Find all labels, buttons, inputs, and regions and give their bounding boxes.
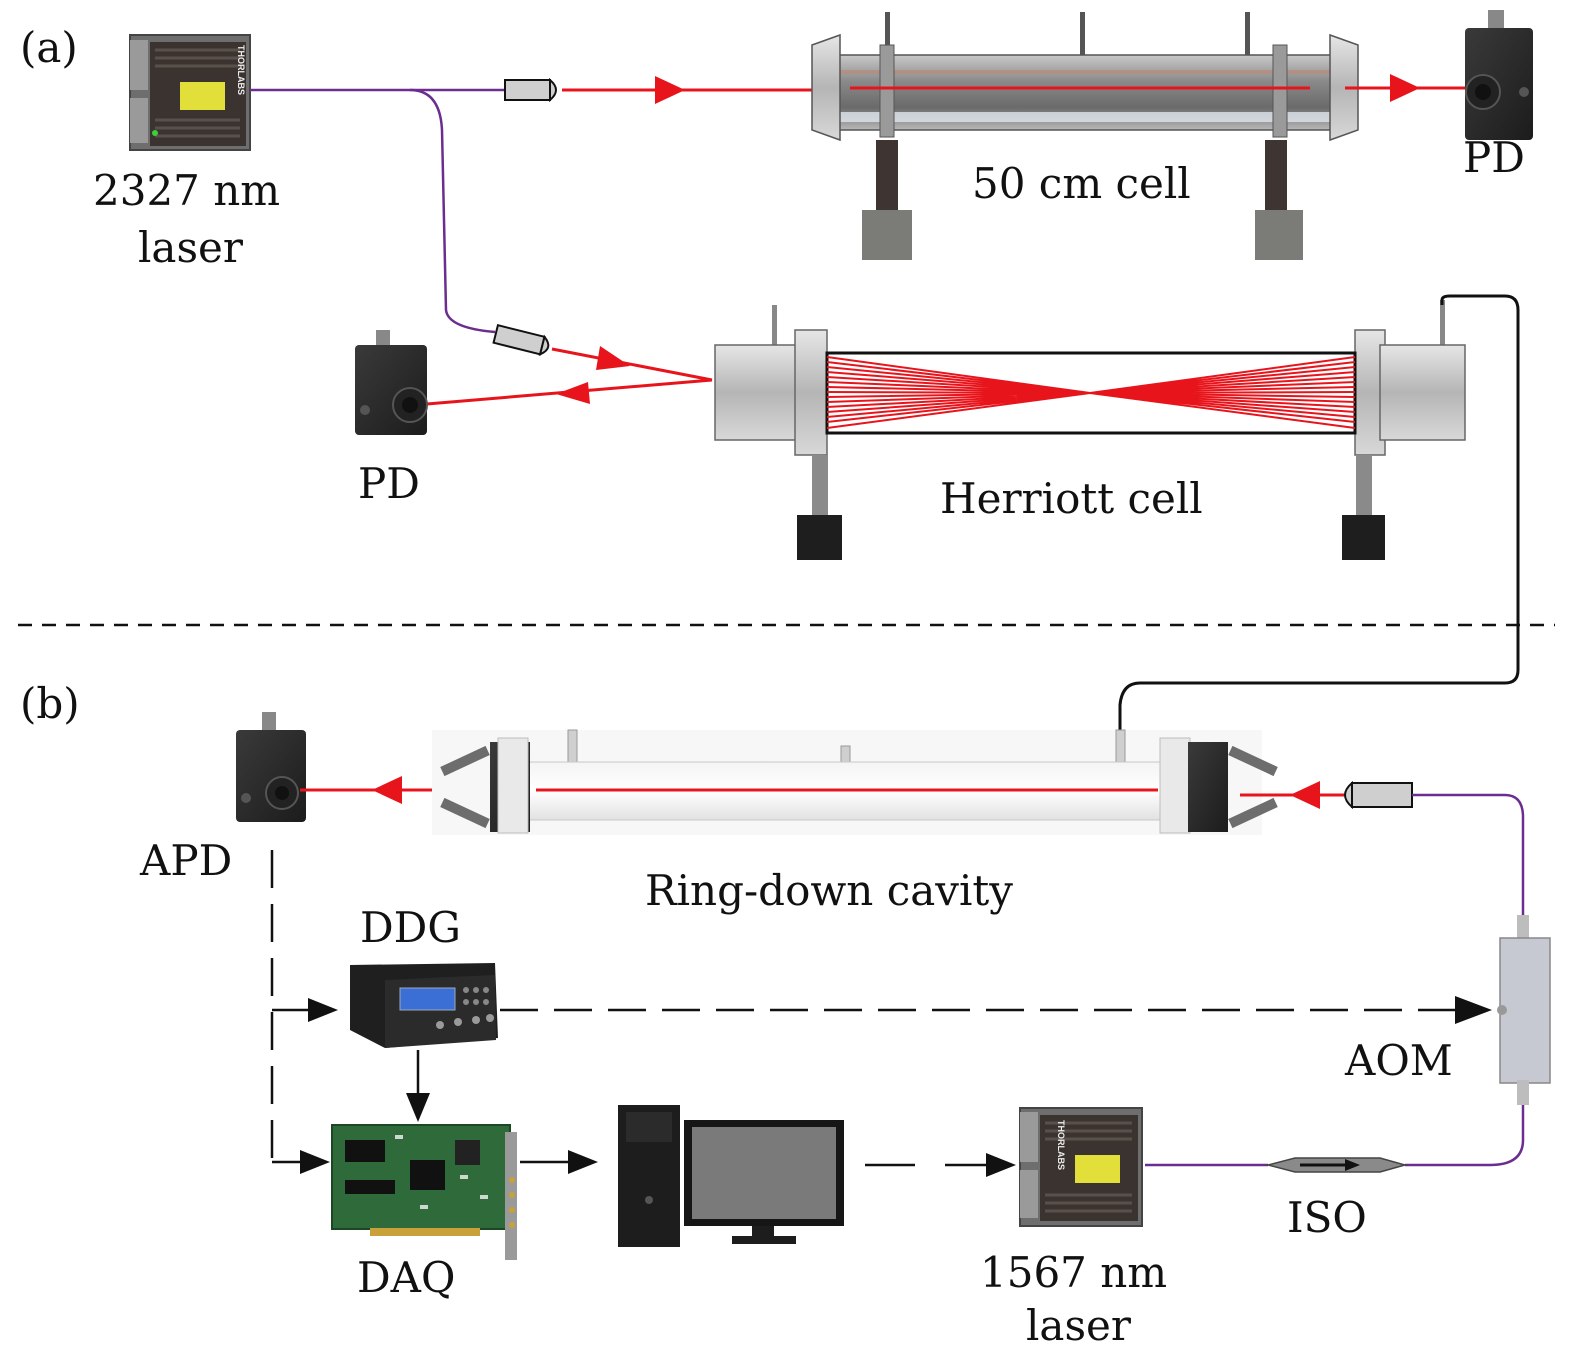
panel-a-label: (a) (20, 23, 78, 72)
sample-line (1118, 294, 1520, 735)
monitor-icon (684, 1120, 844, 1244)
beam-into-herriott (551, 347, 713, 382)
fiber-to-herriott (250, 88, 496, 334)
collimator-cavity-icon (1344, 780, 1413, 810)
iso-label: ISO (1287, 1193, 1367, 1242)
daq-to-pc-arrow (568, 1150, 598, 1174)
herriott-cell-label: Herriott cell (940, 474, 1203, 523)
laser-1567-mount: THORLABS (1019, 1107, 1143, 1227)
apd-label: APD (139, 836, 232, 885)
laser-2327-label: laser (138, 223, 244, 272)
daq-label: DAQ (357, 1253, 455, 1302)
laser-chip-icon (180, 82, 225, 110)
ring-down-cavity-label: Ring-down cavity (645, 866, 1013, 915)
fifty-cm-cell (811, 12, 1359, 260)
aom-label: AOM (1344, 1036, 1453, 1085)
herriott-cell (714, 300, 1466, 560)
beam-arrow-6 (1290, 781, 1320, 809)
pd-left-label: PD (358, 459, 420, 508)
beam-arrow-5 (372, 776, 402, 804)
pd-left-icon (355, 330, 428, 435)
pd-top-icon (1465, 10, 1533, 140)
fifty-cm-cell-label: 50 cm cell (972, 159, 1191, 208)
ddg-icon (350, 963, 498, 1048)
beam-arrow-3 (596, 346, 630, 370)
herriott-multipass-beams (826, 356, 1356, 429)
beam-arrow-1 (655, 76, 685, 104)
beam-arrow-2 (1390, 74, 1420, 102)
laser-1567-label: laser (1026, 1301, 1132, 1350)
computer-tower-icon (618, 1105, 680, 1247)
apd-to-ddg-arrow (308, 998, 338, 1022)
laser-1567-wavelength-label: 1567 nm (980, 1248, 1167, 1297)
isolator-icon (1265, 1157, 1408, 1173)
pc-to-laser-arrow (986, 1153, 1016, 1177)
laser-2327-mount: THORLABS (129, 34, 251, 151)
collimator-top-icon (504, 77, 557, 103)
ddg-to-daq-arrow (406, 1093, 430, 1122)
thorlabs-logo-b: THORLABS (1056, 1120, 1066, 1170)
laser-2327-wavelength-label: 2327 nm (93, 166, 280, 215)
collimator-herriott-icon (492, 324, 550, 356)
apd-to-daq-arrow (300, 1150, 330, 1174)
panel-b-label: (b) (20, 679, 80, 728)
pd-top-label: PD (1463, 133, 1525, 182)
laser-1567-chip-icon (1075, 1155, 1120, 1183)
beam-arrow-4 (556, 382, 590, 404)
thorlabs-logo-a: THORLABS (236, 45, 246, 95)
aom-icon (1497, 915, 1551, 1105)
ddg-label: DDG (360, 903, 461, 952)
daq-card-icon (331, 1124, 517, 1260)
ddg-to-aom-arrow (1455, 996, 1492, 1024)
fiber-aom-to-cavity (1412, 793, 1525, 915)
ring-down-cavity (432, 729, 1278, 835)
apd-icon (236, 712, 306, 822)
fiber-iso-to-aom (1405, 1105, 1525, 1167)
